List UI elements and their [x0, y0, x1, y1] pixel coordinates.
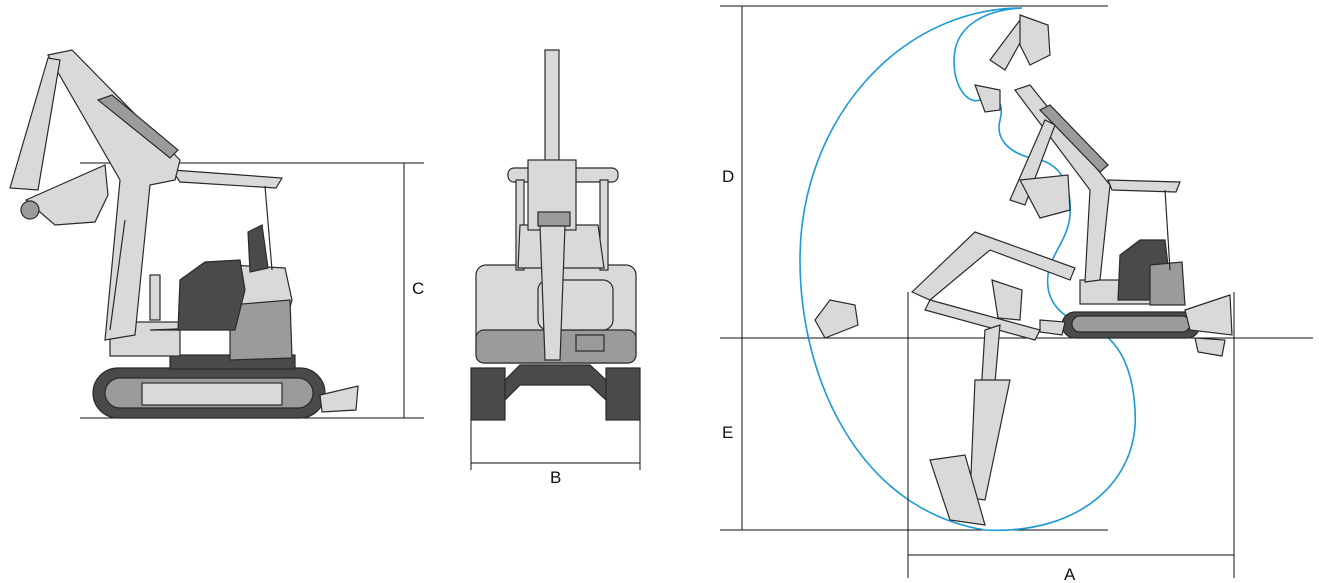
dimension-label-e: E — [722, 423, 733, 442]
working-range-view: A D E — [720, 5, 1313, 583]
excavator-side-icon — [9, 49, 424, 419]
dimension-label-c: C — [412, 279, 424, 298]
excavator-working-range-icon — [814, 14, 1233, 526]
dimension-label-a: A — [1064, 565, 1076, 583]
dimension-label-b: B — [550, 468, 561, 487]
side-view: C — [9, 49, 424, 419]
rear-view: B — [470, 49, 641, 487]
excavator-rear-icon — [470, 49, 641, 421]
dimension-label-d: D — [722, 167, 734, 186]
